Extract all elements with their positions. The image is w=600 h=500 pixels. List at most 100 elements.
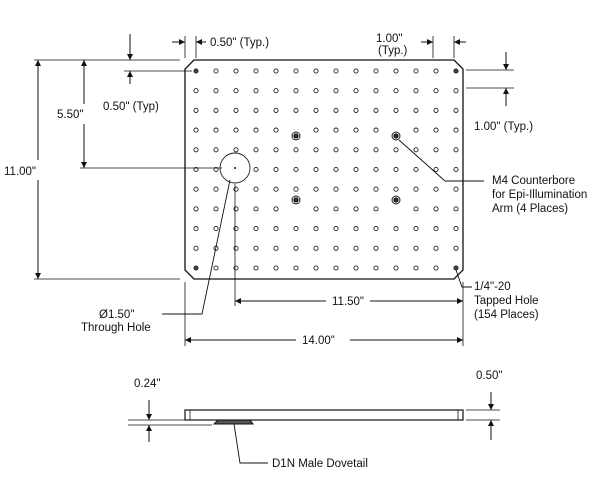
tapped-hole (333, 226, 339, 232)
tapped-hole (193, 206, 199, 212)
tapped-hole (413, 166, 419, 173)
tapped-hole (233, 226, 239, 232)
tapped-hole (193, 245, 199, 251)
tapped-hole (313, 88, 319, 94)
tapped-hole (193, 147, 199, 153)
tapped-hole (213, 147, 219, 153)
tapped-hole (213, 68, 219, 74)
tapped-hole (233, 186, 239, 192)
tapped-hole (413, 245, 419, 251)
tapped-hole (233, 245, 239, 251)
tapped-hole (293, 186, 299, 192)
tapped-hole (253, 147, 259, 153)
tapped-hole (193, 226, 199, 232)
tapped-hole (213, 127, 219, 133)
tapped-hole (433, 127, 439, 133)
dovetail (212, 419, 254, 425)
tapped-hole (293, 68, 299, 74)
tapped-hole (213, 206, 219, 212)
tapped-hole (393, 147, 399, 153)
tapped-hole (313, 147, 319, 153)
tapped-hole (313, 226, 319, 232)
through-hole-center (234, 167, 236, 169)
tapped-hole (453, 166, 459, 173)
tapped-hole (433, 245, 439, 251)
dim-1400: 14.00" (302, 335, 335, 347)
tapped-hole (353, 68, 359, 74)
tapped-hole (253, 206, 259, 212)
tapped-hole (273, 166, 279, 173)
tapped-hole (233, 68, 239, 74)
tapped-hole (433, 206, 439, 212)
tapped-hole (373, 107, 379, 113)
tapped-hole (253, 245, 259, 251)
tapped-hole (293, 245, 299, 251)
tapped-hole (373, 68, 379, 74)
tapped-hole (413, 226, 419, 232)
tapped-hole (453, 127, 459, 133)
tapped-hole (413, 265, 419, 271)
m4-counterbores (291, 131, 401, 205)
tapped-hole (393, 88, 399, 94)
tapped-hole (313, 245, 319, 251)
tapped-hole (273, 107, 279, 113)
tapped-hole (193, 107, 199, 113)
tapped-hole (433, 226, 439, 232)
dim-100-typ-right: 1.00" (Typ.) (474, 121, 533, 133)
tapped-hole (433, 147, 439, 153)
tapped-hole (433, 186, 439, 192)
tapped-hole (413, 147, 419, 153)
tapped-hole (353, 127, 359, 133)
tapped-hole (253, 226, 259, 232)
tapped-hole (353, 265, 359, 271)
tapped-hole (293, 265, 299, 271)
tapped-hole (193, 88, 199, 94)
tap-label-2: Tapped Hole (474, 295, 539, 307)
tapped-hole (413, 68, 419, 74)
tapped-hole (233, 88, 239, 94)
tapped-hole (273, 127, 279, 133)
dim-050-side: 0.50" (476, 370, 502, 382)
tapped-hole (453, 186, 459, 192)
tapped-hole (273, 186, 279, 192)
tapped-hole (333, 107, 339, 113)
tapped-hole (333, 127, 339, 133)
tapped-hole (453, 107, 459, 113)
tapped-hole (433, 265, 439, 271)
tapped-hole (233, 107, 239, 113)
tapped-hole (373, 245, 379, 251)
tapped-hole (333, 166, 339, 173)
tapped-hole (353, 245, 359, 251)
m4-label-3: Arm (4 Places) (492, 203, 568, 215)
tapped-hole (333, 88, 339, 94)
tapped-hole (373, 127, 379, 133)
tapped-hole (413, 88, 419, 94)
dim-1150: 11.50" (332, 296, 364, 308)
tapped-hole (373, 88, 379, 94)
tapped-hole (253, 107, 259, 113)
tapped-hole (393, 245, 399, 251)
tapped-hole (353, 88, 359, 94)
tapped-hole (293, 107, 299, 113)
tapped-hole (333, 186, 339, 192)
tapped-hole (413, 186, 419, 192)
tapped-hole (253, 68, 259, 74)
dim-024: 0.24" (134, 378, 160, 390)
tapped-hole (453, 245, 459, 251)
tapped-hole (193, 68, 199, 74)
tapped-hole (333, 245, 339, 251)
tapped-hole (393, 265, 399, 271)
tapped-hole (193, 166, 199, 173)
tapped-hole (353, 166, 359, 173)
tapped-hole-grid (193, 68, 459, 271)
tapped-hole (253, 88, 259, 94)
tapped-hole (373, 226, 379, 232)
tapped-hole (273, 206, 279, 212)
tapped-hole (333, 265, 339, 271)
tap-label-3: (154 Places) (474, 309, 539, 321)
tapped-hole (233, 127, 239, 133)
tapped-hole (373, 147, 379, 153)
tapped-hole (313, 127, 319, 133)
tapped-hole (213, 107, 219, 113)
